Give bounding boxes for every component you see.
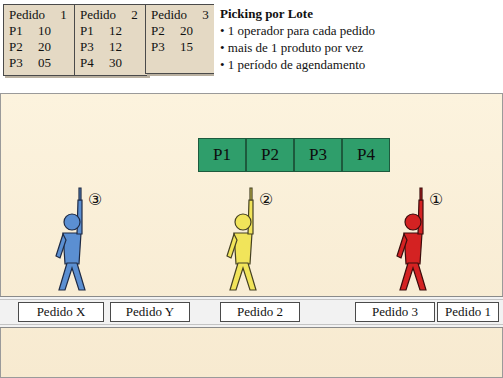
box-line: P4 30	[80, 55, 122, 71]
figure-finger	[420, 188, 422, 200]
figure-head	[405, 214, 421, 230]
box-heading: Pedido 1	[445, 304, 491, 320]
box-line: P1 10	[9, 23, 51, 39]
box-heading: Pedido 3	[372, 304, 418, 320]
callout-number: ①	[429, 190, 443, 209]
box-heading: Pedido 3	[151, 7, 209, 23]
conveyor-edge	[0, 327, 503, 328]
conveyor-belt	[0, 296, 503, 328]
operator-figure	[227, 188, 256, 290]
figure-legs	[230, 263, 256, 290]
operator-figure	[56, 188, 85, 290]
figure-body	[63, 233, 81, 264]
order-tag: Pedido 3	[355, 302, 435, 322]
box-line: P3 12	[80, 39, 122, 55]
figure-body	[404, 233, 422, 264]
conveyor-line	[0, 299, 503, 300]
figure-arm	[397, 234, 407, 258]
box-line: • mais de 1 produto por vez	[220, 39, 363, 56]
conveyor-edge	[0, 296, 503, 297]
box-heading: Pedido 1	[9, 7, 67, 23]
product-box: P1	[198, 138, 246, 172]
box-line: P2 20	[151, 23, 193, 39]
product-box: P4	[342, 138, 390, 172]
box-line: P3 05	[9, 55, 51, 71]
figure-finger	[250, 188, 252, 200]
order-tag: Pedido X	[18, 302, 104, 322]
box-heading: Pedido 2	[237, 304, 283, 320]
callout-number: ②	[259, 190, 273, 209]
figure-head	[235, 214, 251, 230]
order-box: Pedido 2P1 12P3 12P4 30	[74, 4, 148, 76]
box-line: P1 12	[80, 23, 122, 39]
operator-figure	[397, 188, 426, 290]
box-line: P2 20	[9, 39, 51, 55]
order-tag: Pedido 2	[220, 302, 300, 322]
box-line: P3 15	[151, 39, 193, 55]
floor-panel	[1, 94, 503, 378]
order-tag: Pedido Y	[110, 302, 190, 322]
box-heading: P2	[261, 145, 279, 165]
order-box: Pedido 3P2 20P3 15	[145, 4, 219, 74]
figure-body	[234, 233, 252, 264]
box-heading: P3	[309, 145, 327, 165]
box-heading: Pedido X	[37, 304, 86, 320]
order-box: Pedido 1P1 10P2 20P3 05	[3, 4, 77, 76]
note-box: Picking por Lote• 1 operador para cada p…	[214, 3, 498, 77]
conveyor-line	[0, 324, 503, 325]
callout-number: ③	[88, 190, 102, 209]
product-box: P3	[294, 138, 342, 172]
figure-legs	[59, 263, 85, 290]
box-line: • 1 operador para cada pedido	[220, 22, 375, 39]
figure-arm	[227, 234, 237, 258]
figure-finger	[79, 188, 81, 200]
box-heading: Pedido 2	[80, 7, 138, 23]
box-heading: P4	[357, 145, 375, 165]
box-line: • 1 período de agendamento	[220, 56, 365, 73]
order-tag: Pedido 1	[437, 302, 499, 322]
box-heading: Pedido Y	[126, 304, 174, 320]
figure-arm	[56, 234, 66, 258]
product-box: P2	[246, 138, 294, 172]
figure-legs	[400, 263, 426, 290]
box-heading: P1	[213, 145, 231, 165]
box-heading: Picking por Lote	[220, 5, 313, 22]
figure-head	[64, 214, 80, 230]
